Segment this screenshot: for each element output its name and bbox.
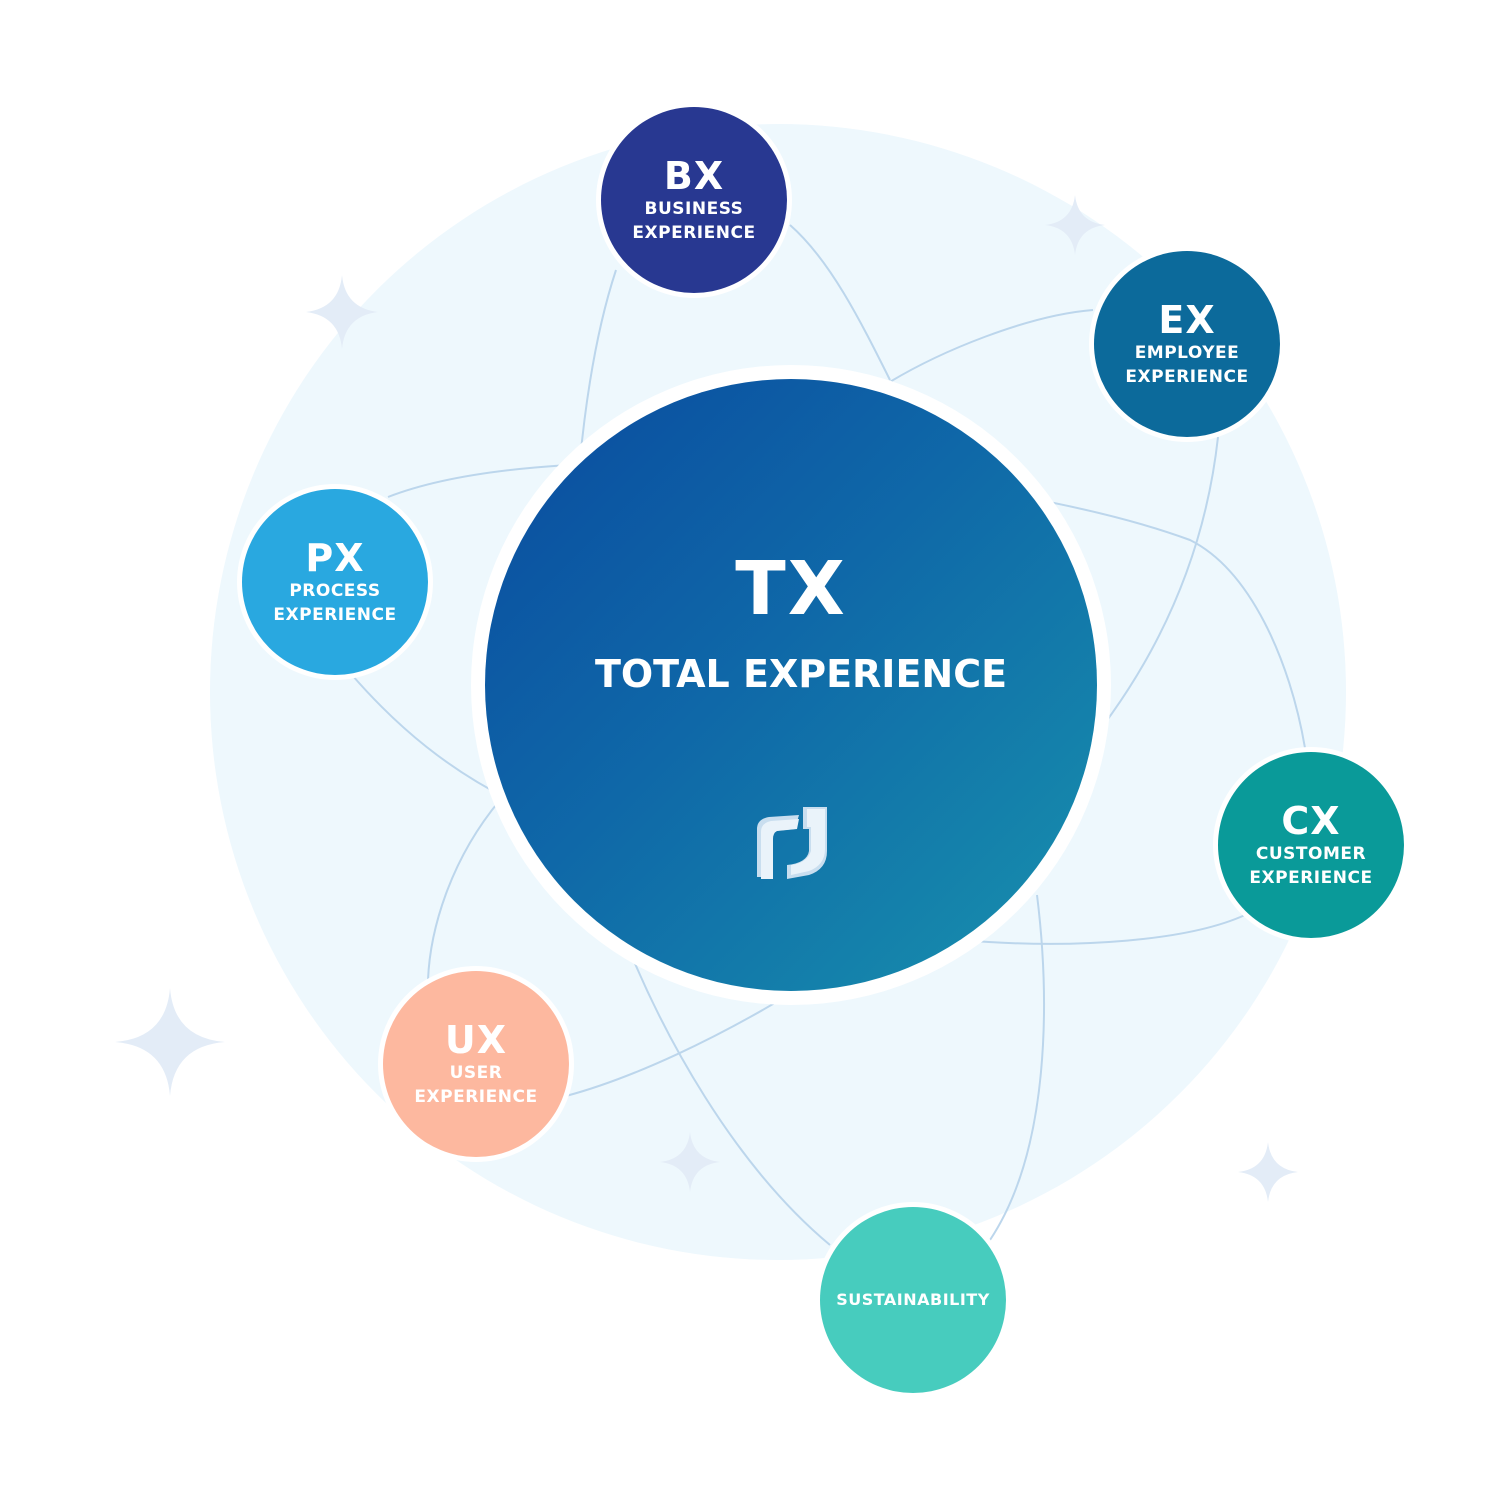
- node-employee-experience: EX EMPLOYEE EXPERIENCE: [1094, 251, 1280, 437]
- node-label: CUSTOMER EXPERIENCE: [1249, 844, 1373, 888]
- orbit-line: [387, 461, 1306, 749]
- sparkle-icon: [660, 1132, 720, 1192]
- node-abbreviation: CX: [1281, 799, 1341, 843]
- node-process-experience: PX PROCESS EXPERIENCE: [242, 489, 428, 675]
- sparkle-icon: [306, 275, 378, 349]
- node-abbreviation: EX: [1158, 298, 1216, 342]
- node-label: EMPLOYEE EXPERIENCE: [1125, 343, 1249, 387]
- node-abbreviation: PX: [305, 536, 365, 580]
- orbit-line: [879, 309, 1094, 389]
- center-abbreviation: TX: [735, 546, 847, 632]
- sparkle-icon: [1045, 195, 1105, 255]
- center-node-tx: TX TOTAL EXPERIENCE: [485, 379, 1097, 991]
- sparkle-icon: [115, 988, 225, 1096]
- node-label: USER EXPERIENCE: [414, 1063, 538, 1107]
- orbit-line: [789, 224, 891, 381]
- brand-logo-icon: [757, 807, 827, 879]
- node-abbreviation: UX: [444, 1018, 508, 1062]
- node-label: SUSTAINABILITY: [836, 1290, 990, 1309]
- node-sustainability: SUSTAINABILITY: [820, 1207, 1006, 1393]
- orbit-line: [351, 674, 511, 801]
- node-user-experience: UX USER EXPERIENCE: [383, 971, 569, 1157]
- sparkle-icon: [1238, 1142, 1298, 1202]
- orbit-line: [427, 799, 501, 981]
- node-abbreviation: BX: [663, 154, 725, 198]
- orbit-line: [959, 914, 1246, 945]
- node-label: BUSINESS EXPERIENCE: [632, 199, 756, 243]
- node-customer-experience: CX CUSTOMER EXPERIENCE: [1218, 752, 1404, 938]
- node-business-experience: BX BUSINESS EXPERIENCE: [601, 107, 787, 293]
- orbit-line: [989, 894, 1045, 1241]
- node-label: PROCESS EXPERIENCE: [273, 581, 397, 625]
- center-label: TOTAL EXPERIENCE: [594, 652, 1008, 696]
